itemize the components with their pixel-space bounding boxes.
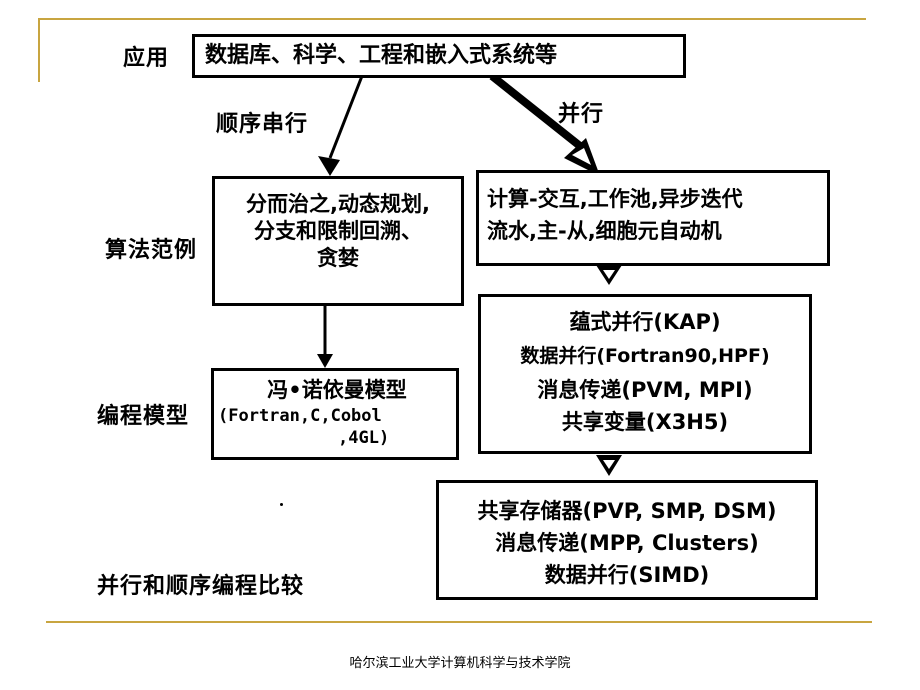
- box-seq-algorithm-line-3: 贪婪: [317, 246, 359, 270]
- top-rule: [38, 18, 866, 20]
- label-sequential: 顺序串行: [216, 112, 309, 137]
- box-seq-algorithm: 分而治之,动态规划, 分支和限制回溯、 贪婪: [212, 176, 464, 306]
- box-seq-algorithm-line-2: 分支和限制回溯、: [254, 219, 422, 243]
- arrow-to-seq: [318, 75, 364, 176]
- arrow-par-down-1: [596, 265, 622, 285]
- box-par-model-line-4: 共享变量(X3H5): [561, 410, 729, 434]
- left-rule: [38, 18, 40, 82]
- label-algorithm-paradigm: 算法范例: [105, 238, 198, 263]
- label-programming-model: 编程模型: [97, 404, 190, 429]
- box-par-machine: 共享存储器(PVP, SMP, DSM) 消息传递(MPP, Clusters)…: [436, 480, 818, 600]
- arrow-seq-down: [317, 306, 333, 368]
- box-seq-model-line-1: 冯•诺依曼模型: [267, 378, 407, 402]
- box-par-model-line-2: 数据并行(Fortran90,HPF): [520, 345, 770, 367]
- label-comparison: 并行和顺序编程比较: [97, 574, 305, 599]
- box-par-model-line-3: 消息传递(PVM, MPI): [537, 378, 753, 402]
- label-parallel: 并行: [558, 102, 605, 127]
- box-par-algorithm-line-2: 流水,主-从,细胞元自动机: [487, 219, 722, 243]
- box-seq-model: 冯•诺依曼模型 (Fortran,C,Cobol ,4GL): [211, 368, 459, 460]
- arrow-par-down-2: [596, 455, 622, 476]
- label-application: 应用: [123, 46, 170, 71]
- box-par-model: 蕴式并行(KAP) 数据并行(Fortran90,HPF) 消息传递(PVM, …: [478, 294, 812, 454]
- box-seq-model-line-3: ,4GL): [338, 428, 390, 448]
- box-par-algorithm: 计算-交互,工作池,异步迭代 流水,主-从,细胞元自动机: [476, 170, 830, 266]
- box-seq-model-line-2: (Fortran,C,Cobol: [218, 406, 382, 426]
- box-par-machine-line-1: 共享存储器(PVP, SMP, DSM): [477, 499, 777, 523]
- arrow-to-par: [489, 72, 600, 176]
- box-application-line: 数据库、科学、工程和嵌入式系统等: [205, 43, 558, 68]
- box-application: 数据库、科学、工程和嵌入式系统等: [192, 34, 686, 78]
- box-par-algorithm-line-1: 计算-交互,工作池,异步迭代: [487, 187, 743, 211]
- stray-dot: [280, 503, 283, 506]
- box-par-machine-line-3: 数据并行(SIMD): [544, 563, 710, 587]
- bottom-rule: [46, 621, 872, 623]
- box-par-machine-line-2: 消息传递(MPP, Clusters): [495, 531, 759, 555]
- footer-institution: 哈尔滨工业大学计算机科学与技术学院: [349, 656, 571, 671]
- box-seq-algorithm-line-1: 分而治之,动态规划,: [246, 192, 430, 216]
- box-par-model-line-1: 蕴式并行(KAP): [569, 310, 721, 334]
